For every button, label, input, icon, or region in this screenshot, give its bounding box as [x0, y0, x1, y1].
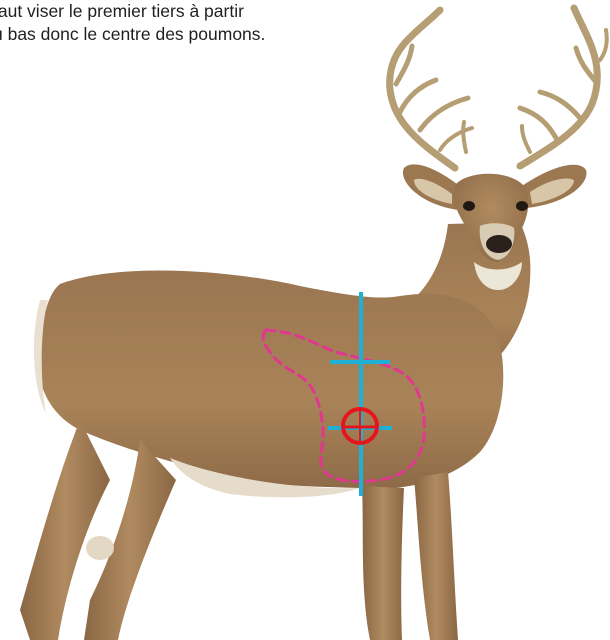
crosshair-target-icon	[343, 409, 377, 443]
antlers	[390, 8, 607, 168]
deer-illustration	[20, 8, 607, 640]
front-leg-right	[414, 472, 458, 640]
body	[38, 271, 503, 489]
front-leg-left	[362, 486, 404, 640]
